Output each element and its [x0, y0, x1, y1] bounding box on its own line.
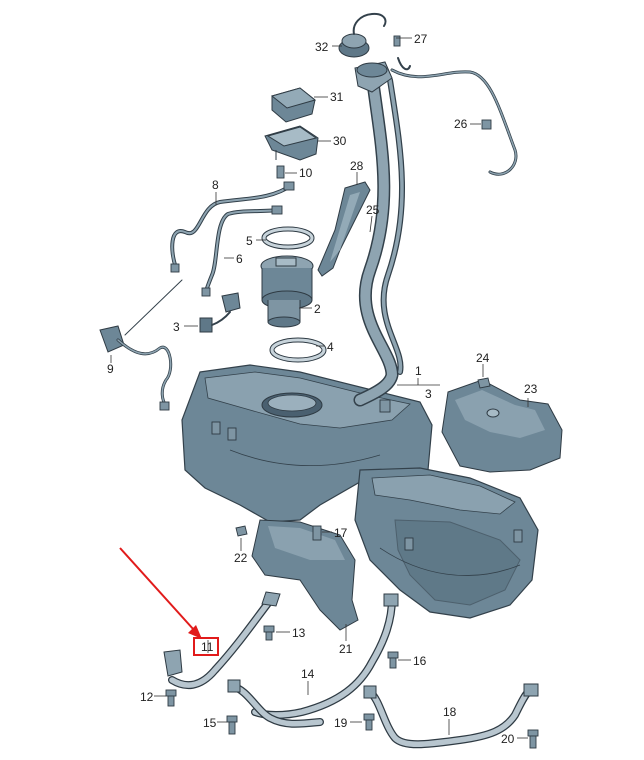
seal-ring [261, 226, 315, 250]
tensioning-strap-16 [251, 593, 399, 719]
fuel-pump [260, 255, 314, 328]
fuel-tank [181, 364, 539, 619]
callout-28: 28 [350, 159, 364, 173]
callout-9: 9 [107, 362, 114, 376]
bolt-12 [165, 689, 177, 707]
callout-16: 16 [413, 654, 427, 668]
callout-4: 4 [327, 340, 334, 354]
callout-8: 8 [212, 178, 219, 192]
callout-27: 27 [414, 32, 428, 46]
fuel-cap [338, 12, 387, 58]
callout-11: 11 [201, 640, 214, 654]
bolt-20 [527, 729, 539, 749]
callout-3-sender: 3 [173, 320, 180, 334]
locking-ring [269, 337, 327, 363]
filler-neck-bracket [317, 181, 371, 277]
control-unit [270, 87, 317, 123]
bolt-19 [363, 713, 375, 731]
bolt-13 [263, 625, 275, 641]
highlight-box-11 [193, 637, 219, 656]
callout-1: 1 [415, 364, 422, 378]
callout-2: 2 [314, 302, 321, 316]
nut-24 [477, 377, 491, 389]
callout-3-tank: 3 [425, 387, 432, 401]
callout-24: 24 [476, 351, 490, 365]
fuel-lines [170, 181, 295, 297]
callout-19: 19 [334, 716, 348, 730]
tensioning-strap-14 [227, 679, 324, 728]
bolt-10 [276, 165, 285, 179]
callout-13: 13 [292, 626, 306, 640]
callout-14: 14 [301, 667, 315, 681]
heat-shield-23 [441, 379, 563, 473]
fuel-level-sender [199, 292, 241, 333]
tensioning-strap-18 [363, 683, 539, 749]
callout-6: 6 [236, 252, 243, 266]
vent-line [390, 57, 518, 176]
callout-31: 31 [330, 90, 344, 104]
callout-12: 12 [140, 690, 154, 704]
callout-22: 22 [234, 551, 248, 565]
callout-17: 17 [334, 526, 348, 540]
callout-labels: 32 27 26 31 30 10 28 25 8 5 6 2 3 4 9 1 … [107, 32, 538, 746]
highlight-arrow [119, 547, 202, 639]
callout-25: 25 [366, 203, 380, 217]
callout-10: 10 [299, 166, 313, 180]
callout-32: 32 [315, 40, 329, 54]
leader-lines [110, 37, 529, 739]
heat-shield-21 [251, 519, 359, 631]
bolt-17 [312, 525, 322, 541]
callout-26: 26 [454, 117, 468, 131]
callout-18: 18 [443, 705, 457, 719]
callout-30: 30 [333, 134, 347, 148]
bolt-16 [387, 651, 399, 669]
bolt-15 [226, 715, 238, 735]
bolt-27 [393, 35, 401, 47]
callout-5: 5 [246, 234, 253, 248]
filler-neck-pipe [353, 61, 405, 407]
fuel-filter [99, 279, 183, 411]
callout-21: 21 [339, 642, 353, 656]
callout-15: 15 [203, 716, 217, 730]
tensioning-strap-11 [163, 591, 281, 690]
control-unit-bracket [264, 125, 319, 161]
callout-23: 23 [524, 382, 538, 396]
callout-20: 20 [501, 732, 515, 746]
nut-22 [235, 525, 248, 537]
